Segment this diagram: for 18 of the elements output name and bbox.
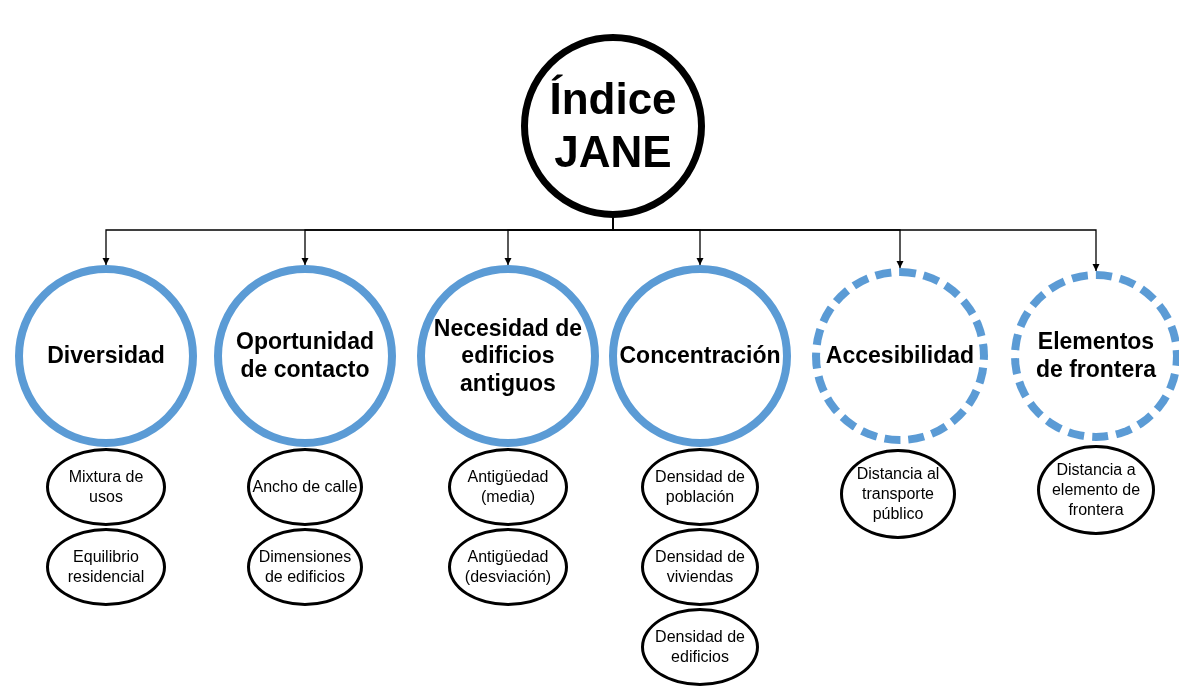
node-label: Ancho de calle (252, 477, 358, 497)
node-label: Accesibilidad (825, 342, 975, 370)
node-label: Índice JANE (548, 73, 678, 178)
node-label: Concentración (619, 342, 781, 370)
node-label: Distancia al transporte público (855, 464, 941, 524)
node-label: Densidad de edificios (654, 627, 746, 667)
node-label: Necesidad de edificios antiguos (432, 314, 584, 398)
node-label: Equilibrio residencial (66, 547, 146, 587)
node-label: Oportunidad de contacto (235, 328, 375, 384)
node-label: Densidad de viviendas (654, 547, 746, 587)
node-label: Dimensiones de edificios (257, 547, 353, 587)
node-label: Diversidad (47, 342, 165, 370)
node-label: Densidad de población (654, 467, 746, 507)
node-label: Mixtura de usos (67, 467, 145, 507)
node-label: Antigüedad (desviación) (463, 547, 553, 587)
node-label: Distancia a elemento de frontera (1050, 460, 1142, 520)
node-label: Elementos de frontera (1034, 328, 1158, 384)
node-label: Antigüedad (media) (466, 467, 550, 507)
